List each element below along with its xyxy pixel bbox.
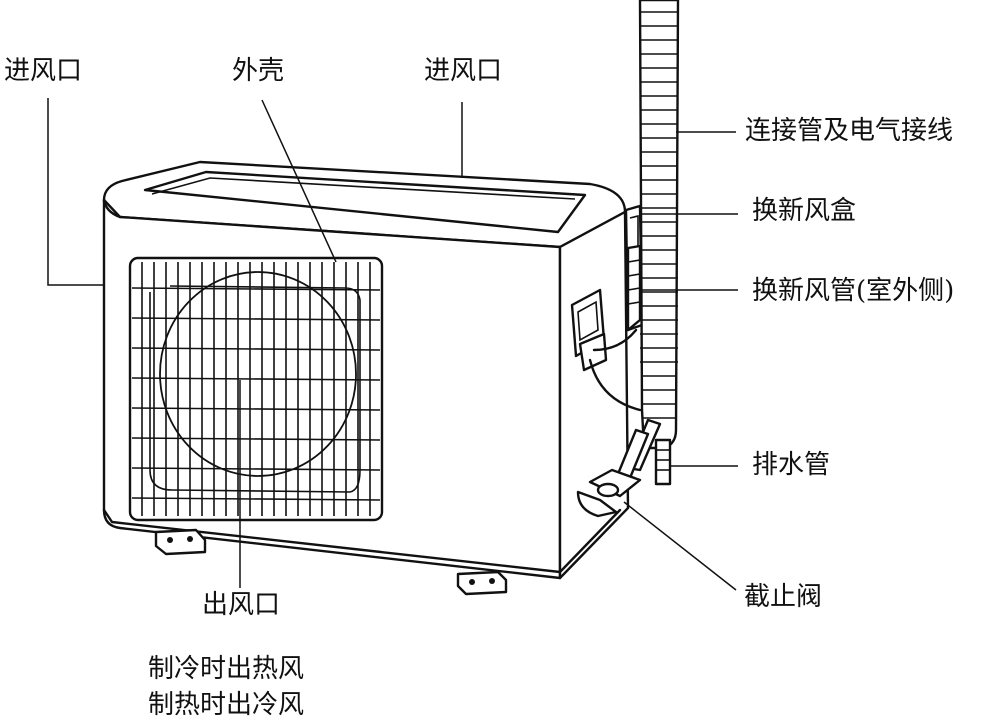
label-outlet-note-heating: 制热时出冷风 (148, 690, 305, 720)
stop-valve (576, 468, 642, 518)
electrical-cable (588, 328, 642, 412)
leader-lines (47, 98, 738, 591)
label-drain-pipe: 排水管 (752, 450, 831, 480)
label-shell: 外壳 (232, 56, 285, 86)
label-inlet-top: 进风口 (424, 56, 503, 86)
unit-base (102, 508, 622, 574)
top-inlet-recess (143, 170, 587, 234)
label-connecting-pipe: 连接管及电气接线 (745, 116, 954, 146)
drain-pipe (654, 438, 672, 486)
unit-feet (154, 528, 508, 596)
label-inlet-left: 进风口 (4, 56, 83, 86)
label-outlet: 出风口 (202, 590, 281, 620)
front-grille (128, 256, 384, 522)
label-fresh-air-box: 换新风盒 (752, 196, 857, 226)
fan-outline (159, 271, 357, 477)
side-terminal-box (570, 288, 608, 372)
label-stop-valve: 截止阀 (744, 582, 823, 612)
label-outlet-note-cooling: 制冷时出热风 (148, 654, 305, 684)
fresh-air-duct (626, 244, 642, 332)
connecting-pipe (638, 0, 680, 450)
unit-side-face (558, 210, 630, 580)
label-fresh-air-duct: 换新风管(室外侧) (752, 276, 955, 306)
